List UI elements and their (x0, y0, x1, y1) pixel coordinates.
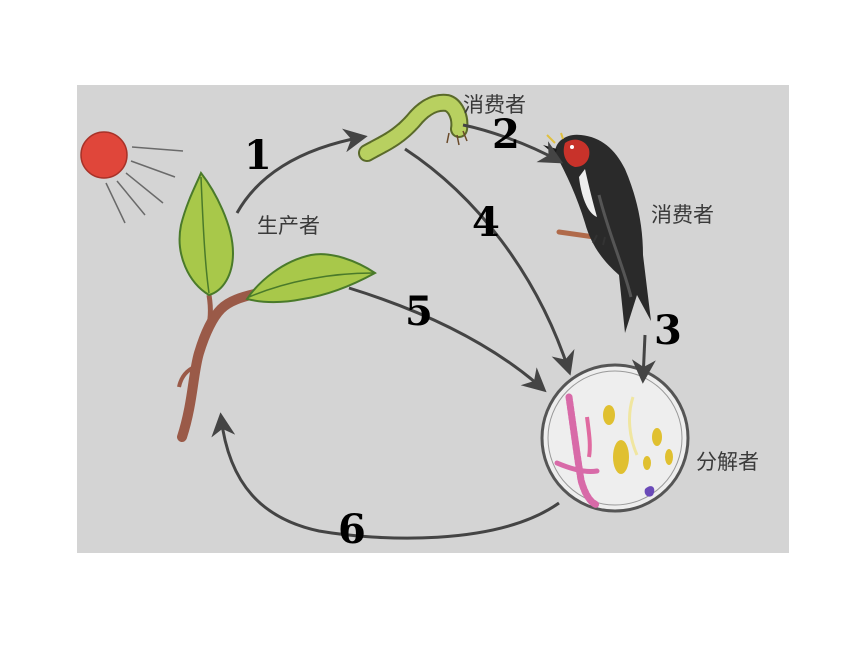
arrow-1 (235, 128, 368, 214)
food-web-diagram: 生产者 消费者 消费者 分解者 1 2 3 4 5 6 (80, 93, 759, 553)
step-number-5: 5 (405, 288, 433, 335)
producer-plant-icon (177, 171, 377, 442)
step-number-1: 1 (244, 132, 272, 179)
step-number-4: 4 (472, 199, 500, 246)
step-number-3: 3 (654, 307, 682, 354)
diagram-panel: 生产者 消费者 消费者 分解者 1 2 3 4 5 6 (77, 85, 789, 553)
caterpillar-icon (358, 93, 469, 162)
decomposer-label: 分解者 (696, 450, 759, 474)
swallow-icon (543, 132, 651, 333)
producer-label: 生产者 (257, 214, 320, 238)
arrow-3 (631, 334, 656, 384)
sun-icon (80, 131, 184, 224)
step-number-6: 6 (338, 506, 366, 553)
step-number-2: 2 (492, 111, 520, 158)
arrow-4 (404, 147, 575, 376)
decomposer-microbes-icon (540, 363, 690, 513)
arrow-5 (348, 286, 547, 393)
secondary-consumer-label: 消费者 (651, 203, 714, 227)
flow-arrows (211, 123, 656, 540)
arrow-2 (462, 123, 564, 164)
arrow-6 (211, 412, 560, 540)
primary-consumer-label: 消费者 (463, 93, 526, 117)
